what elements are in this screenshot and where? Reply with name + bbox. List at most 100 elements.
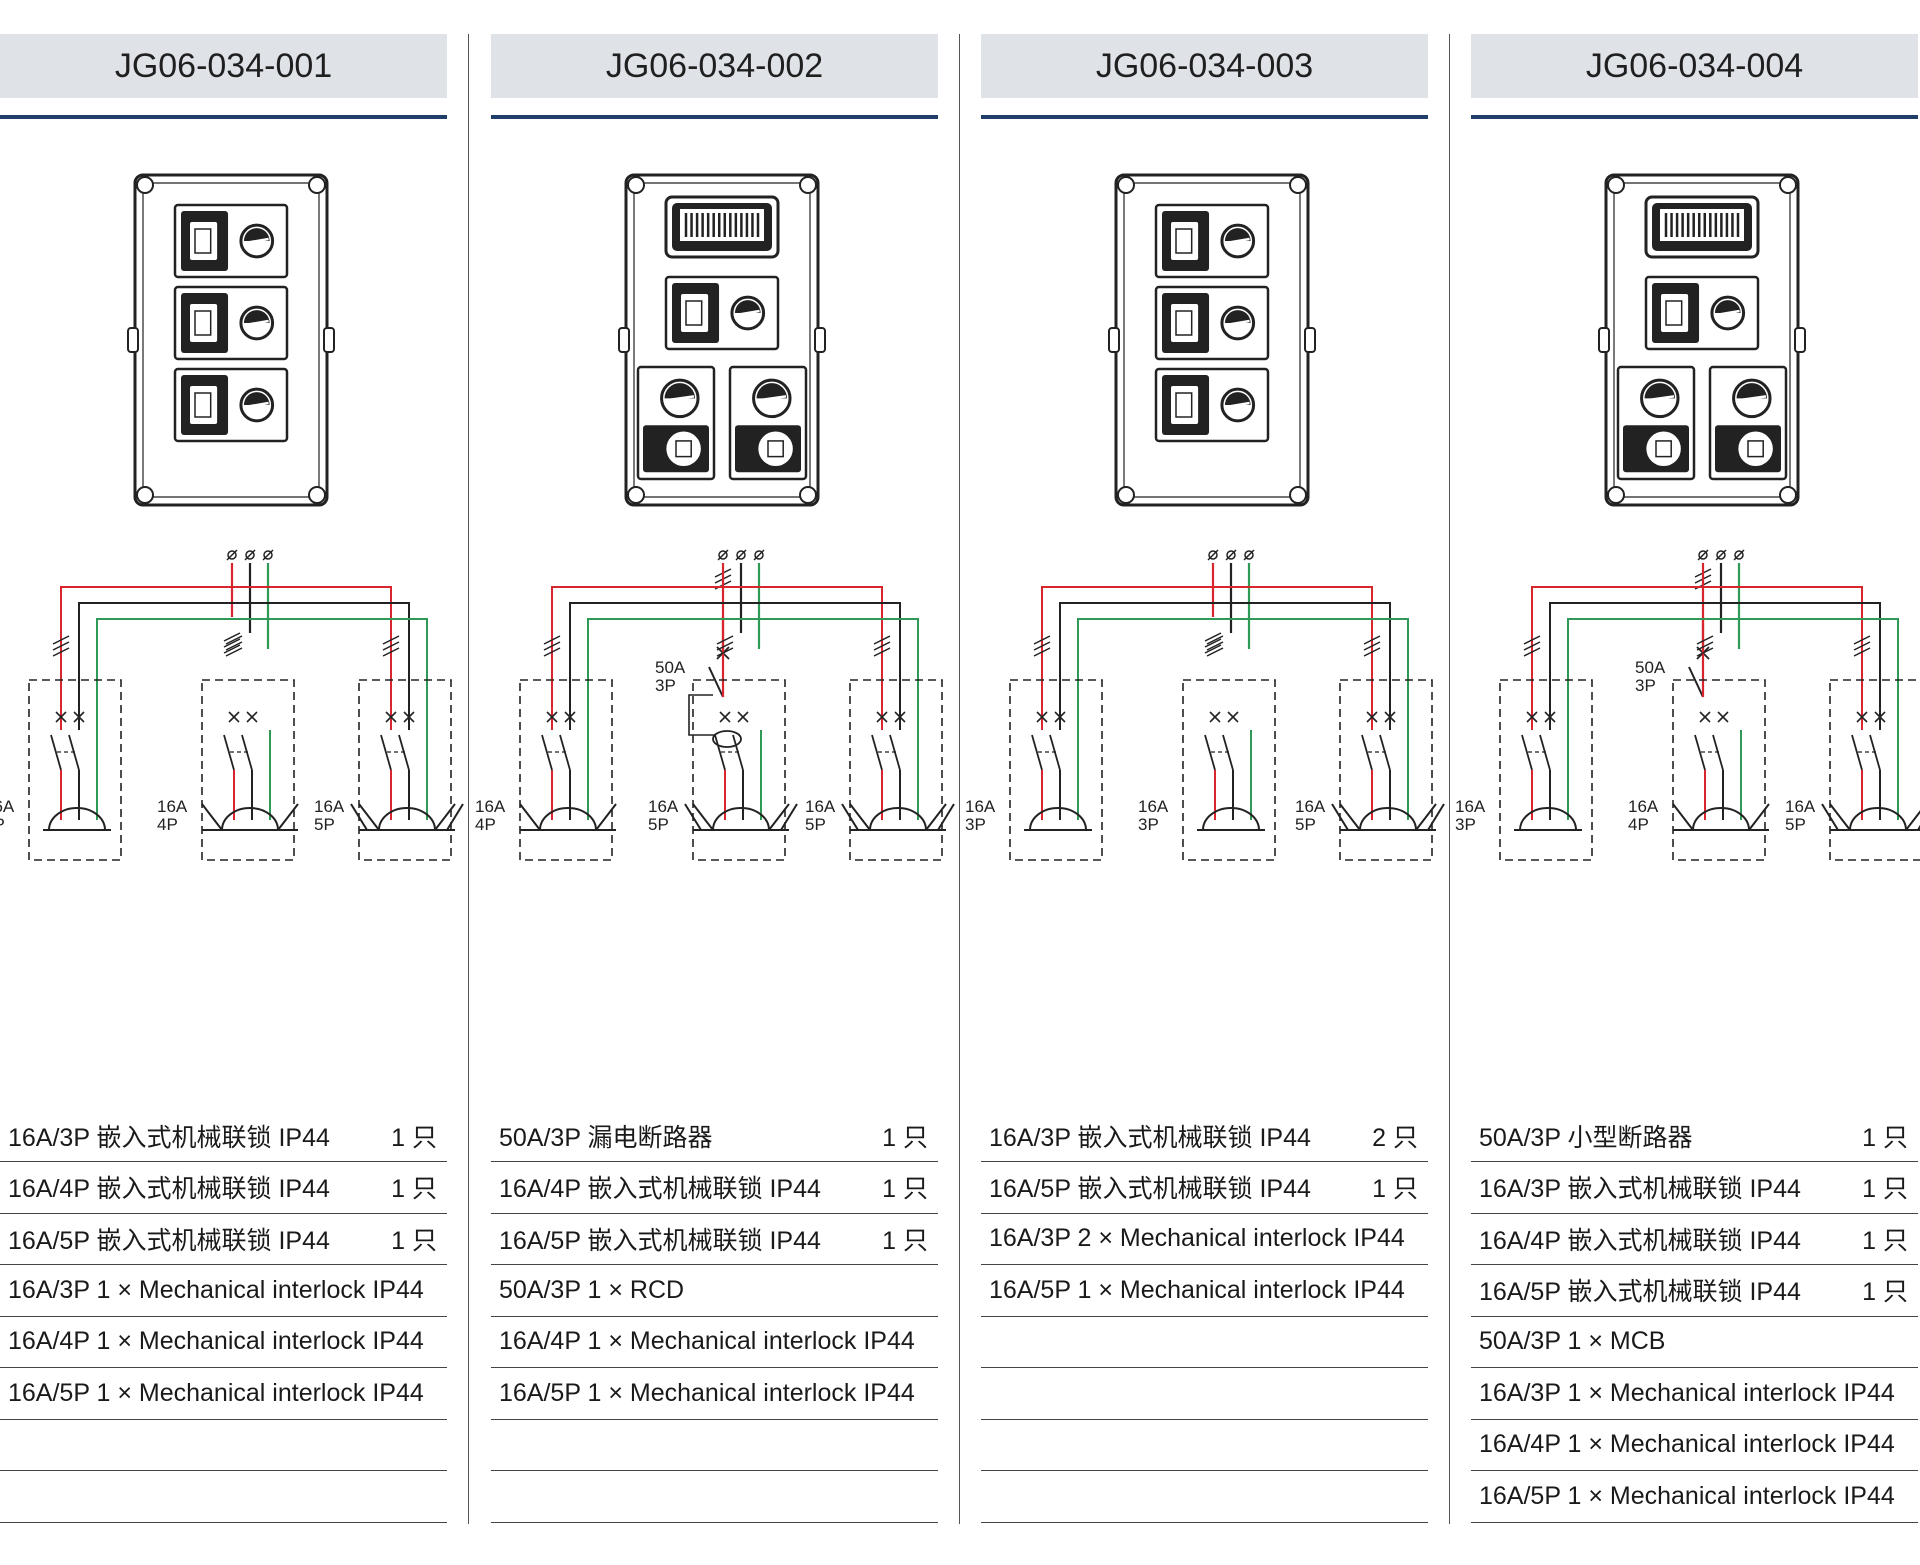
switch-blade-icon [871, 734, 883, 771]
socket-rating-label: 16A [1138, 797, 1169, 816]
spec-row [0, 1471, 447, 1523]
spec-row: 16A/3P 1 × Mechanical interlock IP44 [0, 1265, 447, 1317]
conductor-count-mark [543, 635, 561, 657]
screw-icon [136, 176, 154, 194]
socket-pin-icon [1175, 310, 1193, 336]
switch-blade-icon [541, 734, 553, 771]
socket-symbol-4p [519, 803, 617, 831]
enclosure-inner [1123, 182, 1301, 498]
conductor-count-mark [716, 635, 734, 657]
socket-pin-icon [675, 440, 692, 458]
bus-wire [1531, 586, 1863, 730]
socket-rating-label: 16A [1628, 797, 1659, 816]
socket-poles-label: 5P [648, 815, 669, 834]
screw-icon [1117, 176, 1135, 194]
breaker-contact-icon [1688, 666, 1704, 698]
switch-blade-icon [1521, 734, 1533, 771]
socket-rating-label: 16A [805, 797, 836, 816]
spec-description: 16A/5P 嵌入式机械联锁 IP44 [499, 1226, 821, 1255]
spec-description: 16A/3P 1 × Mechanical interlock IP44 [8, 1275, 424, 1304]
enclosure-inner [633, 182, 811, 498]
spec-description: 16A/3P 1 × Mechanical interlock IP44 [1479, 1378, 1895, 1407]
socket-poles-label: 5P [805, 815, 826, 834]
spec-row [981, 1419, 1428, 1471]
title-underline [1471, 115, 1918, 119]
socket-enclosure-box [201, 679, 295, 861]
conductor-count-mark [52, 635, 70, 657]
breaker-contact-icon [708, 666, 724, 698]
switch-blade-icon [50, 734, 62, 771]
socket-pin-icon [194, 228, 212, 254]
spec-row [981, 1471, 1428, 1523]
product-code-title: JG06-034-004 [1471, 34, 1918, 98]
spec-row [981, 1316, 1428, 1368]
socket-pin-icon [1655, 440, 1672, 458]
enclosure-inner [142, 182, 320, 498]
side-lug-icon [1108, 327, 1120, 353]
side-lug-icon [1304, 327, 1316, 353]
spec-description: 50A/3P 1 × MCB [1479, 1327, 1666, 1355]
screw-icon [1289, 486, 1307, 504]
spec-row: 16A/4P 1 × Mechanical interlock IP44 [491, 1316, 938, 1368]
spec-description: 16A/5P 1 × Mechanical interlock IP44 [989, 1275, 1405, 1304]
spec-description: 16A/3P 嵌入式机械联锁 IP44 [989, 1123, 1311, 1152]
socket-rating-label: 16A [1295, 797, 1326, 816]
screw-icon [308, 176, 326, 194]
socket-poles-label: 4P [475, 815, 496, 834]
spec-row: 16A/5P 1 × Mechanical interlock IP44 [981, 1265, 1428, 1317]
spec-description: 16A/4P 嵌入式机械联锁 IP44 [8, 1175, 330, 1203]
product-code-title: JG06-034-003 [981, 34, 1428, 98]
conductor-count-mark [873, 635, 891, 657]
column-separator [959, 34, 960, 1524]
spec-quantity: 1 只 [1862, 1278, 1908, 1306]
spec-quantity: 1 只 [882, 1123, 928, 1152]
screw-icon [1607, 486, 1625, 504]
socket-rating-label: 16A [648, 797, 679, 816]
conductor-count-mark [1363, 635, 1381, 657]
socket-symbol-3p [43, 807, 111, 831]
bus-wire [1059, 602, 1391, 730]
socket-enclosure-box [1672, 679, 1766, 861]
conductor-count-mark [1696, 635, 1714, 657]
screw-icon [1117, 486, 1135, 504]
column-separator [1449, 34, 1450, 1524]
conductor-count-mark [382, 635, 400, 657]
screw-icon [308, 486, 326, 504]
socket-enclosure-box [1829, 679, 1920, 861]
title-underline [0, 115, 447, 119]
spec-row [491, 1471, 938, 1523]
breaker-rating-label: 50A [1635, 658, 1666, 677]
socket-enclosure-box [849, 679, 943, 861]
spec-quantity: 1 只 [882, 1175, 928, 1203]
spec-description: 16A/3P 嵌入式机械联锁 IP44 [8, 1123, 330, 1152]
socket-symbol-5p [1821, 803, 1920, 831]
socket-poles-label: 4P [1628, 815, 1649, 834]
enclosure-front-view [1598, 173, 1806, 507]
switch-blade-icon [1204, 734, 1216, 771]
socket-pin-icon [194, 310, 212, 336]
socket-enclosure-box [358, 679, 452, 861]
spec-description: 16A/5P 1 × Mechanical interlock IP44 [499, 1378, 915, 1407]
rcd-sensor-icon [712, 730, 742, 748]
socket-poles-label: 5P [1295, 815, 1316, 834]
switch-blade-icon [1851, 734, 1863, 771]
spec-row: 16A/5P 1 × Mechanical interlock IP44 [0, 1368, 447, 1420]
screw-icon [1289, 176, 1307, 194]
bus-wire [1567, 618, 1899, 730]
bus-wire [96, 618, 428, 730]
socket-poles-label: 3P [0, 815, 5, 834]
